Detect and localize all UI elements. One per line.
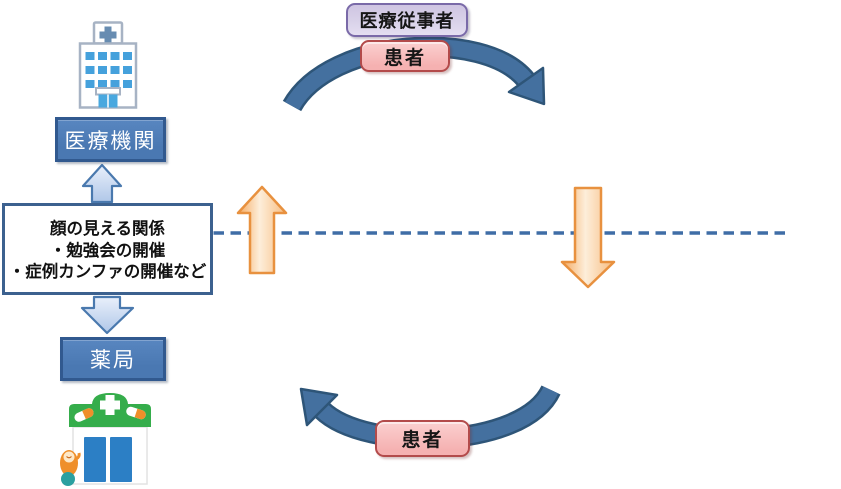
- node-medical-institution: 医療機関: [55, 117, 166, 162]
- relationship-line-1: 顔の見える関係: [49, 220, 165, 238]
- orange-up-arrow-icon: [236, 185, 288, 275]
- up-block-arrow-icon: [81, 163, 123, 204]
- relationship-info-box: 顔の見える関係 ・勉強会の開催 ・症例カンファの開催など: [2, 203, 213, 295]
- pharmacy-label: 薬局: [90, 349, 136, 372]
- node-medical-staff: 医療従事者: [346, 3, 468, 37]
- node-patient-top: 患者: [360, 40, 450, 72]
- node-pharmacy: 薬局: [60, 337, 166, 381]
- mascot-character-icon: [60, 450, 81, 486]
- curved-arrow-bottom-head: [299, 387, 339, 427]
- relationship-line-3: ・症例カンファの開催など: [8, 263, 207, 281]
- relationship-line-2: ・勉強会の開催: [49, 241, 166, 260]
- medical-institution-label: 医療機関: [64, 129, 157, 153]
- orange-down-arrow-icon: [560, 186, 616, 289]
- hospital-building-icon: [72, 21, 144, 110]
- patient-bottom-label: 患者: [401, 430, 444, 451]
- pharmacy-storefront-icon: [57, 389, 163, 488]
- patient-top-label: 患者: [383, 47, 426, 69]
- curved-arrow-top-head: [507, 66, 546, 106]
- node-patient-bottom: 患者: [375, 420, 470, 457]
- down-block-arrow-icon: [80, 295, 135, 335]
- medical-staff-label: 医療従事者: [359, 11, 455, 31]
